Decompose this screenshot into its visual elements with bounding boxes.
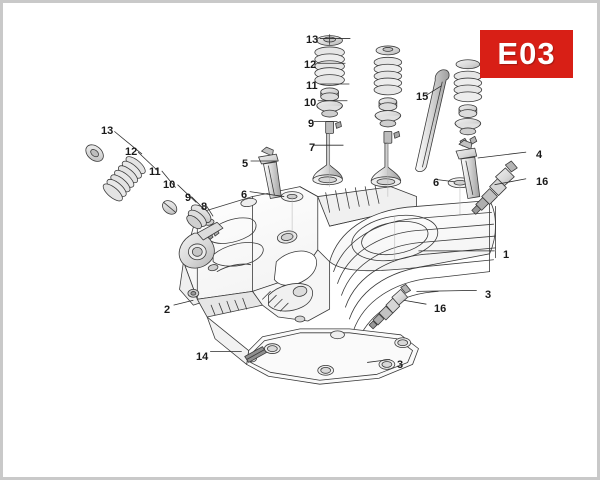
callout-3-right: 3 bbox=[485, 289, 492, 301]
callout-12-top: 12 bbox=[304, 59, 317, 71]
callout-11-top: 11 bbox=[306, 80, 318, 92]
callout-10-left: 10 bbox=[163, 179, 176, 191]
callout-9-left: 9 bbox=[185, 192, 192, 204]
part-16-spark-plug-upper bbox=[471, 160, 518, 215]
callout-6-right: 6 bbox=[433, 177, 440, 189]
part-4-bolt bbox=[455, 139, 481, 199]
callout-5: 5 bbox=[242, 158, 249, 170]
part-16-spark-plug-lower bbox=[368, 284, 411, 330]
right-valve-train-3 bbox=[453, 59, 483, 147]
part-14-dowel-pin bbox=[244, 346, 267, 363]
cylinder-head-body bbox=[179, 185, 496, 385]
callout-11-left: 11 bbox=[149, 166, 161, 178]
callout-2: 2 bbox=[164, 304, 171, 316]
left-valve-assembly bbox=[85, 144, 224, 269]
callout-3-bottom: 3 bbox=[397, 359, 404, 371]
callout-4: 4 bbox=[536, 149, 543, 161]
callout-9-top: 9 bbox=[308, 118, 315, 130]
callout-13-left: 13 bbox=[101, 125, 114, 137]
part-5-bolt bbox=[258, 146, 282, 199]
center-valve-train-1 bbox=[312, 34, 345, 186]
center-valve-train-2 bbox=[370, 45, 403, 188]
section-badge-label: E03 bbox=[497, 36, 556, 71]
callout-10-top: 10 bbox=[304, 97, 317, 109]
callout-16-lower: 16 bbox=[434, 303, 447, 315]
callout-leader-lines bbox=[114, 38, 527, 363]
callout-7-top: 7 bbox=[309, 142, 316, 154]
parts-diagram-canvas bbox=[3, 3, 597, 477]
callout-1: 1 bbox=[503, 249, 510, 261]
callout-13-top: 13 bbox=[306, 34, 319, 46]
section-badge: E03 bbox=[480, 30, 573, 78]
callout-8-left: 8 bbox=[201, 201, 208, 213]
callout-15: 15 bbox=[416, 91, 429, 103]
callout-14: 14 bbox=[196, 351, 209, 363]
part-15-rod bbox=[415, 69, 450, 173]
callout-16-upper: 16 bbox=[536, 176, 549, 188]
callout-12-left: 12 bbox=[125, 146, 138, 158]
callout-6-center: 6 bbox=[241, 189, 248, 201]
